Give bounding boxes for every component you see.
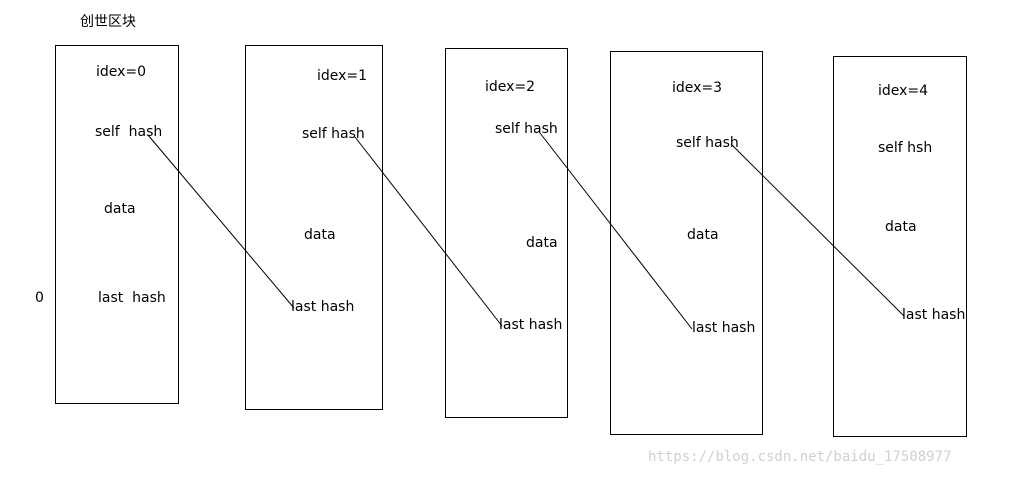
block-4-index: idex=4 [878,83,929,99]
block-3-index: idex=3 [672,80,723,96]
block-2 [445,48,568,418]
block-1-index: idex=1 [317,68,368,84]
block-2-last-hash: last hash [499,317,563,333]
block-4 [833,56,967,437]
genesis-last-hash-value: 0 [35,290,44,306]
genesis-block-title: 创世区块 [80,14,136,30]
watermark: https://blog.csdn.net/baidu_17508977 [648,449,952,465]
block-2-self-hash: self hash [495,121,558,137]
block-0-index: idex=0 [96,64,147,80]
block-3-self-hash: self hash [676,135,739,151]
block-3-data: data [687,227,719,243]
block-0-data: data [104,201,136,217]
block-4-self-hash: self hsh [878,140,933,156]
block-2-data: data [526,235,558,251]
block-1-last-hash: last hash [291,299,355,315]
block-0-last-hash: last hash [98,290,166,306]
block-1-self-hash: self hash [302,126,365,142]
block-2-index: idex=2 [485,79,536,95]
block-4-last-hash: last hash [902,307,966,323]
block-4-data: data [885,219,917,235]
block-0-self-hash: self hash [95,124,163,140]
block-3 [610,51,763,435]
block-3-last-hash: last hash [692,320,756,336]
block-0 [55,45,179,404]
block-1-data: data [304,227,336,243]
